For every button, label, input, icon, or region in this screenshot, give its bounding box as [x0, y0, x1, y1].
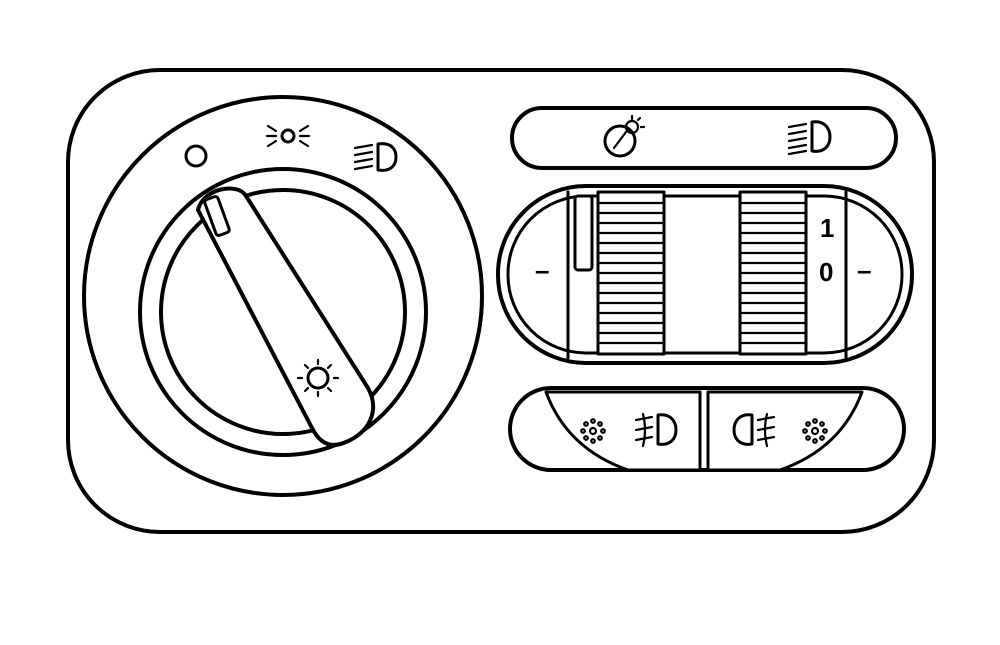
- indicator-lamp-icon: [802, 418, 828, 444]
- off-position-icon: [184, 144, 208, 168]
- front-fog-button[interactable]: [544, 390, 702, 472]
- switch-dial-outer: [138, 167, 428, 457]
- switch-bezel: [82, 95, 484, 497]
- front-fog-light-icon: [634, 412, 678, 448]
- headlight-range-wheel[interactable]: [738, 190, 808, 356]
- indicator-bar: [510, 106, 898, 170]
- range-scale-1: 1: [820, 213, 834, 243]
- rear-fog-light-icon: [732, 412, 776, 448]
- headlight-range-icon: [787, 120, 832, 156]
- thumbwheel-panel: [496, 184, 914, 365]
- rotary-light-switch[interactable]: [82, 95, 484, 497]
- dashboard-illumination-icon: [603, 114, 646, 158]
- switch-knob[interactable]: [196, 186, 375, 447]
- indicator-lamp-icon: [580, 418, 606, 444]
- range-wheel-ribs: [740, 201, 806, 345]
- right-dash: –: [857, 255, 871, 285]
- switch-dial-inner: [159, 188, 407, 436]
- range-scale-0: 0: [819, 257, 833, 287]
- knob-indicator-slot: [203, 195, 231, 237]
- left-dash: –: [535, 255, 549, 285]
- dimmer-level-bar: [573, 194, 594, 272]
- low-beam-icon: [353, 142, 398, 172]
- dimmer-wheel-ribs: [598, 201, 664, 345]
- sun-light-icon: [296, 358, 340, 398]
- rear-fog-button[interactable]: [706, 390, 864, 472]
- parking-lights-icon: [265, 124, 311, 148]
- dashboard-dimmer-wheel[interactable]: [596, 190, 666, 356]
